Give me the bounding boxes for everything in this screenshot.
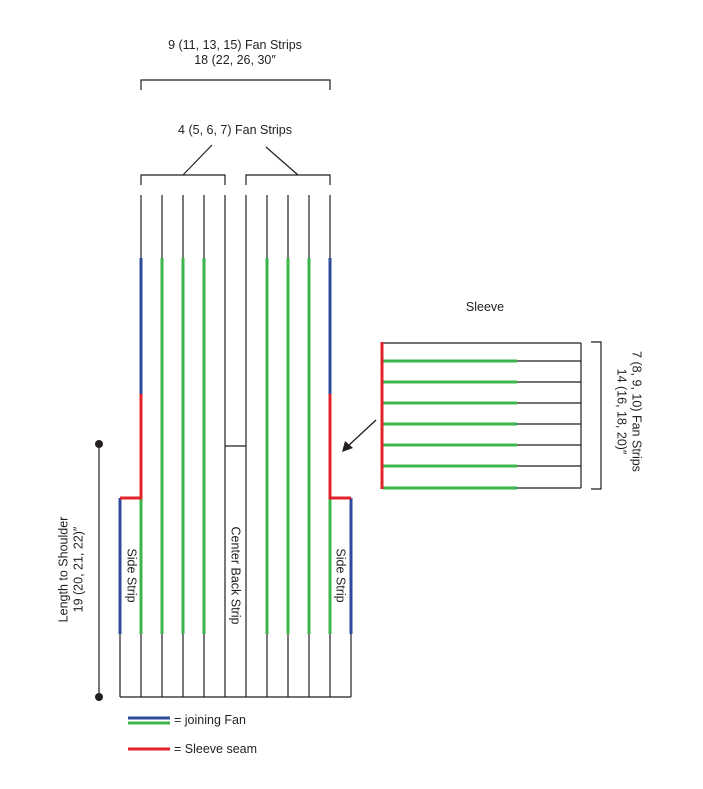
sleeve-title: Sleeve [465,300,505,314]
sleeve-width-bracket [591,341,602,490]
legend-joining-label: = joining Fan [174,713,246,727]
length-measure-label: 19 (20, 21, 22)″ [71,526,86,613]
total-strips-label: 9 (11, 13, 15) Fan Strips [168,38,302,52]
sleeve-strips-label: 7 (8, 9, 10) Fan Strips [629,351,644,472]
total-width-label: 18 (22, 26, 30″ [194,53,276,67]
left-fan-bracket [140,174,226,185]
sleeve-width-label: 14 (16, 18, 20)″ [614,368,629,455]
center-back-strip-label: Center Back Strip [228,526,243,625]
legend-swatches [128,716,170,751]
length-to-shoulder-label: Length to Shoulder [56,516,71,623]
joining-fan-lines-green [139,258,517,634]
sleeve-seam-lines [120,342,384,500]
length-bottom-dot [95,693,103,701]
left-fan-bracket-pointer [182,144,213,176]
legend-sleeve-seam-label: = Sleeve seam [174,742,258,756]
length-top-dot [95,440,103,448]
right-side-strip-label: Side Strip [333,548,348,603]
joining-fan-lines-blue [118,258,353,634]
right-fan-bracket-pointer [265,146,299,176]
attach-arrow-head [342,441,353,452]
attach-arrow [347,419,377,447]
right-fan-bracket [245,174,331,185]
total-width-bracket [140,79,331,90]
fan-strips-label: 4 (5, 6, 7) Fan Strips [178,123,292,137]
left-side-strip-label: Side Strip [124,548,139,603]
